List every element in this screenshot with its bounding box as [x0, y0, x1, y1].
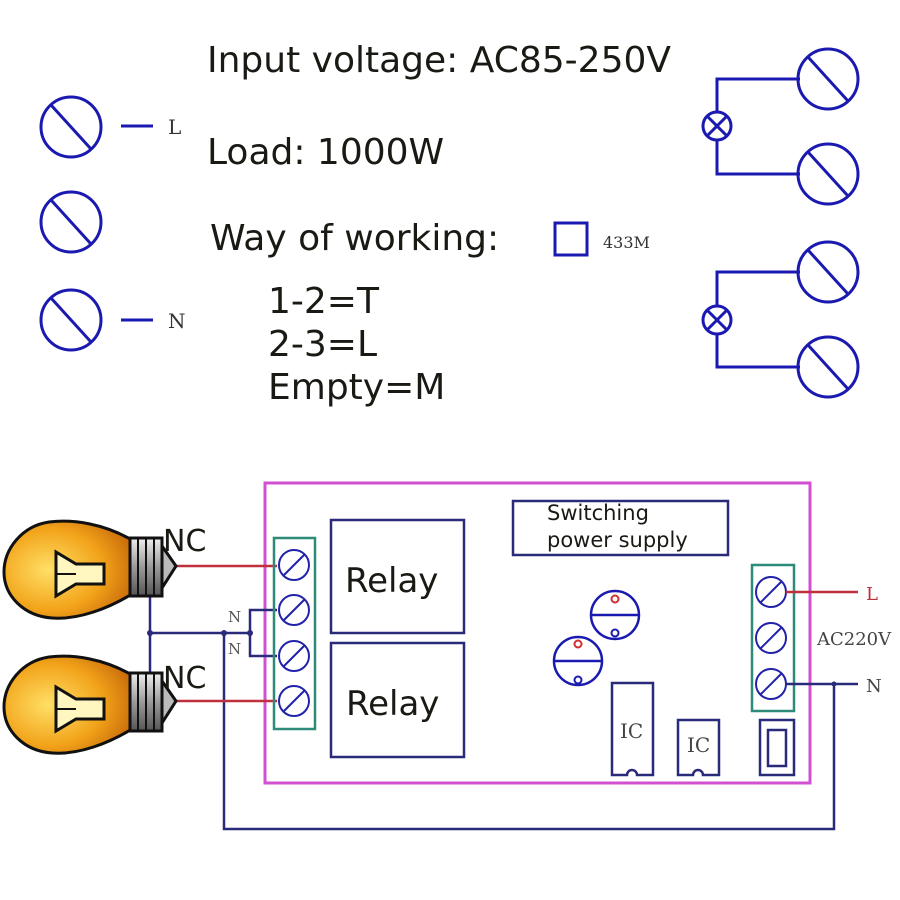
jumper-icon — [553, 221, 589, 257]
ac-neutral-label: N — [866, 676, 882, 697]
capacitor-icon — [589, 589, 641, 641]
ic-chip-2: IC — [676, 718, 721, 777]
fuse-holder — [758, 718, 796, 777]
fuse-icon — [766, 728, 788, 768]
input-voltage-text: Input voltage: AC85-250V — [207, 40, 671, 81]
screw-terminal-icon — [796, 335, 860, 399]
neutral-label-2: N — [228, 640, 241, 658]
screw-terminal-icon — [278, 640, 310, 672]
screw-terminal-icon — [278, 549, 310, 581]
terminal-label-l: L — [168, 115, 181, 139]
mode-momentary: Empty=M — [268, 367, 445, 408]
screw-terminal-icon — [278, 685, 310, 717]
output-lamp-1 — [701, 47, 860, 206]
nc-label-2: NC — [163, 661, 206, 696]
relay-1-label: Relay — [345, 561, 438, 601]
mode-toggle: 1-2=T — [268, 281, 380, 322]
screw-terminal-icon — [796, 240, 860, 304]
neutral-label-1: N — [228, 608, 241, 626]
load-text: Load: 1000W — [207, 132, 444, 173]
way-of-working-text: Way of working: — [210, 218, 499, 259]
power-supply-label-line2: power supply — [547, 528, 688, 552]
controller-board — [263, 481, 812, 785]
screw-terminal-icon — [755, 576, 787, 608]
power-supply-label-line1: Switching — [547, 501, 649, 525]
screw-terminal-icon — [39, 190, 103, 254]
jumper-label: 433M — [603, 233, 650, 252]
screw-terminal-icon — [39, 288, 103, 352]
lamp-icon — [701, 304, 733, 336]
screw-terminal-icon — [278, 594, 310, 626]
relay-2-label: Relay — [346, 684, 439, 724]
relay-1 — [329, 518, 466, 635]
terminal-label-n: N — [168, 309, 186, 333]
screw-terminal-icon — [796, 142, 860, 206]
neutral-return-wire — [222, 633, 836, 831]
output-lamp-2 — [701, 240, 860, 399]
screw-terminal-icon — [796, 47, 860, 111]
ic-chip-1: IC — [610, 681, 655, 777]
nc-label-1: NC — [163, 524, 206, 559]
screw-terminal-icon — [755, 668, 787, 700]
ac-line-label: L — [866, 584, 878, 605]
ac-voltage-label: AC220V — [816, 629, 892, 650]
ic-label-1: IC — [620, 719, 643, 743]
output-terminal-block — [272, 536, 317, 731]
relay-2 — [329, 641, 466, 759]
power-terminal-block — [750, 563, 796, 713]
screw-terminal-icon — [39, 95, 103, 159]
input-terminal-block: L N — [39, 95, 186, 352]
switching-power-supply — [511, 499, 730, 557]
screw-terminal-icon — [755, 622, 787, 654]
mode-latch: 2-3=L — [268, 324, 377, 365]
capacitor-icon — [552, 635, 604, 687]
ic-label-2: IC — [687, 733, 710, 757]
lamp-icon — [701, 110, 733, 142]
